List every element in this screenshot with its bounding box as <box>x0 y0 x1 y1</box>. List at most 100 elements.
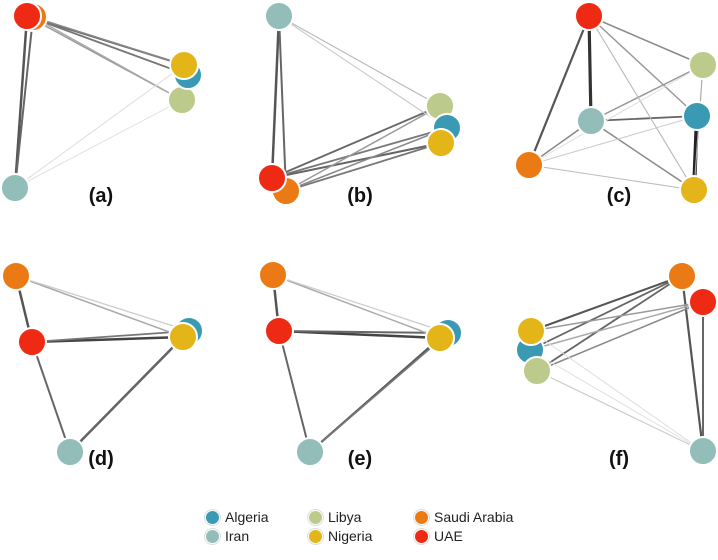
edge-iran-nigeria <box>14 64 185 189</box>
network-panel-b <box>257 1 462 206</box>
edge-uae-iran <box>13 14 29 190</box>
edge-iran-algeria <box>590 115 698 122</box>
edge-saudi-algeria <box>15 275 190 332</box>
legend-label-iran: Iran <box>225 528 250 544</box>
node-nigeria <box>426 128 456 158</box>
edge-uae-libya <box>536 301 704 372</box>
edge-iran-nigeria <box>530 330 704 452</box>
node-iran <box>576 106 606 136</box>
panel-label-a: (a) <box>89 185 113 207</box>
node-iran <box>688 436 718 466</box>
node-libya <box>522 356 552 386</box>
panel-label-b: (b) <box>347 185 373 207</box>
edge-iran-algeria <box>278 15 448 129</box>
edge-uae-libya <box>271 105 441 179</box>
edge-uae-libya <box>588 15 704 66</box>
network-panel-d <box>1 261 204 467</box>
node-libya <box>167 85 197 115</box>
legend-swatch-libya <box>308 509 323 525</box>
edge-uae-nigeria <box>271 142 442 179</box>
edge-uae-iran <box>278 330 311 453</box>
network-panel-c <box>514 1 718 205</box>
legend-item-algeria: Algeria <box>205 508 269 526</box>
edge-saudi-algeria <box>272 274 449 334</box>
edge-iran-nigeria <box>590 120 695 191</box>
node-saudi <box>258 260 288 290</box>
legend-item-uae: UAE <box>414 527 463 545</box>
edge-uae-nigeria <box>30 335 185 344</box>
legend-label-libya: Libya <box>328 509 362 525</box>
edge-saudi-libya <box>536 275 683 372</box>
node-iran <box>0 173 30 203</box>
node-libya <box>688 50 718 80</box>
node-iran <box>295 437 325 467</box>
edge-saudi-algeria <box>529 275 683 351</box>
edge-uae-algeria <box>529 301 704 351</box>
edge-saudi-libya <box>528 64 704 166</box>
edge-iran-algeria <box>69 330 190 453</box>
edge-saudi-libya <box>285 105 441 192</box>
edge-uae-nigeria <box>588 15 695 191</box>
node-nigeria <box>679 175 709 205</box>
legend-swatch-uae <box>414 528 429 544</box>
edge-uae-saudi <box>527 14 591 167</box>
edge-uae-iran <box>31 341 71 453</box>
panel-label-d: (d) <box>88 448 114 470</box>
panels-layer <box>0 1 718 467</box>
node-nigeria <box>168 322 198 352</box>
edge-iran-saudi <box>278 15 287 192</box>
legend-label-uae: UAE <box>434 528 463 544</box>
edge-saudi-iran <box>14 16 34 189</box>
legend-label-saudi-arabia: Saudi Arabia <box>434 509 514 525</box>
node-saudi <box>667 261 697 291</box>
node-nigeria <box>425 323 455 353</box>
edge-iran-libya <box>278 15 441 107</box>
edge-saudi-nigeria <box>528 164 695 191</box>
edge-iran-algeria <box>529 349 704 452</box>
panel-label-f: (f) <box>609 448 629 470</box>
network-panel-a <box>0 1 203 203</box>
panel-labels: (a) (b) (c) (d) (e) (f) <box>88 185 631 470</box>
node-nigeria <box>516 316 546 346</box>
node-uae <box>12 1 42 31</box>
edge-uae-algeria <box>31 330 190 343</box>
legend-swatch-nigeria <box>308 528 323 544</box>
legend-item-saudi-arabia: Saudi Arabia <box>414 508 513 526</box>
edge-uae-algeria <box>278 330 449 334</box>
legend-swatch-algeria <box>205 509 220 525</box>
edge-saudi-nigeria <box>272 274 441 339</box>
legend-item-libya: Libya <box>308 508 361 526</box>
edge-saudi-algeria <box>285 127 448 192</box>
network-panel-e <box>258 260 463 467</box>
edge-saudi-libya <box>32 16 183 101</box>
node-uae <box>264 316 294 346</box>
node-uae <box>257 163 287 193</box>
edge-saudi-nigeria <box>15 275 184 338</box>
edge-saudi-nigeria <box>32 16 185 66</box>
node-uae <box>688 287 718 317</box>
legend-label-nigeria: Nigeria <box>328 528 373 544</box>
edge-iran-libya <box>536 370 704 452</box>
node-uae <box>17 327 47 357</box>
edge-saudi-nigeria <box>530 275 683 332</box>
legend-label-algeria: Algeria <box>225 509 269 525</box>
node-saudi <box>1 261 31 291</box>
node-algeria <box>682 101 712 131</box>
panel-label-c: (c) <box>607 185 631 207</box>
legend-swatch-iran <box>205 528 220 544</box>
edge-iran-libya <box>590 64 704 122</box>
node-saudi <box>514 150 544 180</box>
edge-iran-algeria <box>309 332 449 453</box>
edge-iran-uae <box>270 14 281 180</box>
legend: Algeria Iran Libya Nigeria Saudi Arabia … <box>205 508 535 548</box>
edge-uae-algeria <box>588 15 698 117</box>
edge-saudi-algeria <box>528 115 698 166</box>
legend-item-iran: Iran <box>205 527 249 545</box>
node-nigeria <box>169 50 199 80</box>
edge-uae-nigeria <box>530 301 704 332</box>
edge-uae-algeria <box>26 15 189 76</box>
edge-uae-iran <box>587 14 593 123</box>
edge-uae-algeria <box>271 127 448 179</box>
network-panel-f <box>515 261 718 466</box>
